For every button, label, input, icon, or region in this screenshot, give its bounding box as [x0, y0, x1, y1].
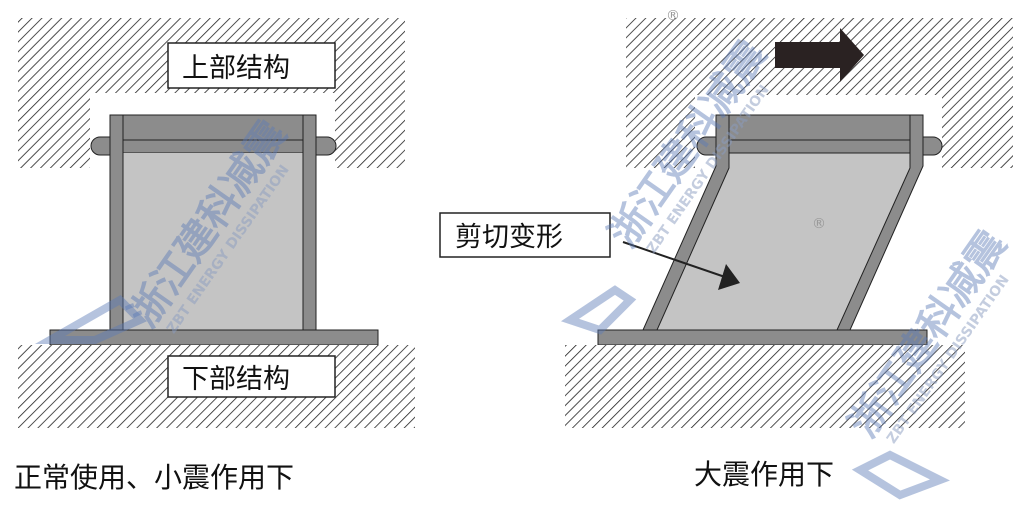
pointer-arrow-line	[622, 241, 726, 278]
shear-deformation-label: 剪切变形	[455, 222, 563, 253]
lower-label-box	[167, 355, 336, 398]
top-plate	[715, 114, 924, 154]
earthquake-state-diagram: 剪切变形 大震作用下	[439, 18, 1013, 491]
upper-structure	[626, 18, 1013, 168]
pointer-arrow-head-icon	[718, 264, 740, 290]
left-caption: 正常使用、小震作用下	[14, 461, 294, 494]
motion-arrow-icon	[775, 28, 864, 82]
lower-structure-label: 下部结构	[182, 364, 290, 395]
upper-structure-label: 上部结构	[182, 53, 290, 84]
rubber-core	[123, 153, 303, 330]
lower-structure	[565, 345, 965, 428]
watermark-logo-icon	[851, 450, 950, 500]
right-side-plate	[302, 114, 317, 331]
registered-mark: ®	[812, 216, 826, 232]
shear-label-box	[439, 212, 611, 258]
base-plate	[597, 329, 928, 346]
upper-label-box	[167, 42, 336, 89]
watermark-logo-icon	[34, 295, 147, 344]
normal-state-diagram: 上部结构 下部结构 正常使用、小震作用下	[14, 18, 415, 494]
right-caption: 大震作用下	[694, 458, 834, 491]
registered-mark: ®	[666, 8, 680, 24]
watermark-logo-icon	[560, 285, 637, 335]
